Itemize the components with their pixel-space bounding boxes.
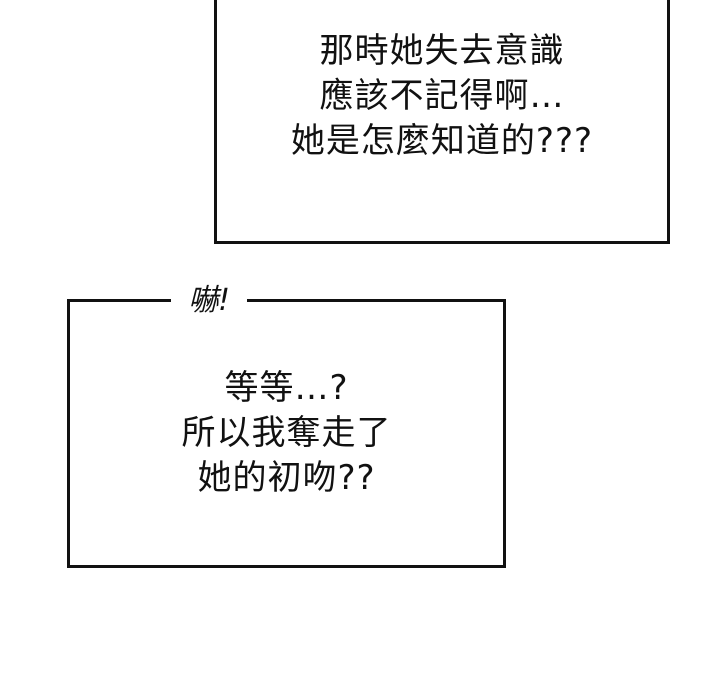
sound-effect-text: 嚇! — [171, 281, 247, 321]
caption-line: 等等…? — [224, 368, 349, 408]
caption-bottom: 等等…? 所以我奪走了 她的初吻?? — [70, 366, 503, 501]
caption-line: 她的初吻?? — [197, 458, 376, 498]
caption-line: 應該不記得啊… — [319, 76, 565, 116]
speech-box-bottom: 等等…? 所以我奪走了 她的初吻?? — [67, 299, 506, 568]
caption-line: 那時她失去意識 — [319, 31, 565, 71]
caption-top: 那時她失去意識 應該不記得啊… 她是怎麼知道的??? — [217, 29, 667, 164]
caption-line: 所以我奪走了 — [181, 413, 392, 453]
caption-line: 她是怎麼知道的??? — [290, 121, 594, 161]
speech-box-top: 那時她失去意識 應該不記得啊… 她是怎麼知道的??? — [214, 0, 670, 244]
